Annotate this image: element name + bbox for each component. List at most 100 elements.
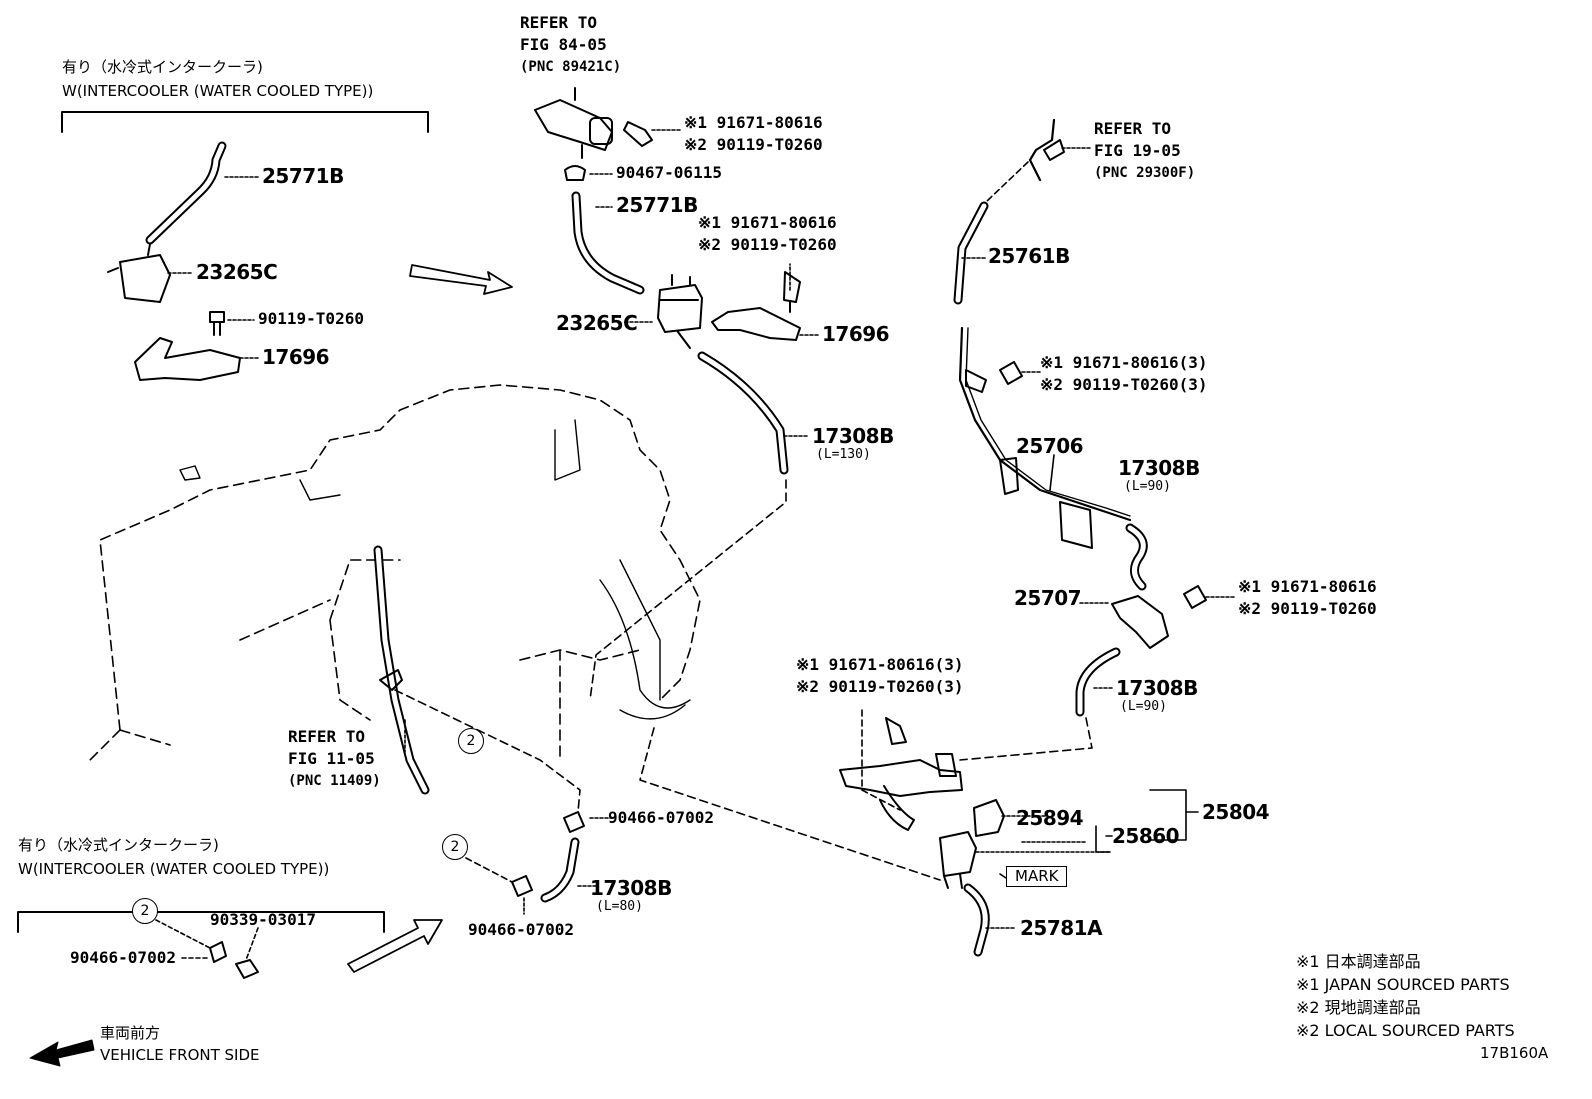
bolt-pair-right-1: ※1 91671-80616 <box>1238 577 1377 596</box>
bracket-25804 <box>839 759 963 797</box>
figure-id: 17B160A <box>1480 1044 1549 1062</box>
label-25761B: 25761B <box>988 244 1070 268</box>
dash-link-5 <box>959 717 1093 761</box>
ref-fig19-line1: REFER TO <box>1094 119 1172 138</box>
callout-circle-2-engine: 2 <box>458 728 484 754</box>
label-25804: 25804 <box>1202 800 1270 824</box>
bracket-top-left <box>61 111 429 133</box>
plug-90339 <box>235 959 259 979</box>
ref-fig19: REFER TO FIG 19-05 (PNC 29300F) <box>1094 118 1195 184</box>
vsv-23265C-center <box>657 274 703 349</box>
label-17308B-90b: 17308B <box>1116 676 1198 700</box>
dash-link-3 <box>639 727 941 881</box>
bolt-pair-right3: ※1 91671-80616(3) ※2 90119-T0260(3) <box>1040 352 1208 396</box>
intercooler-label-jp-top: 有り（水冷式インタークーラ) <box>62 58 263 76</box>
label-17696-center: 17696 <box>822 322 890 346</box>
pipe-fig19 <box>1028 118 1056 182</box>
bracket-25707 <box>1111 595 1169 649</box>
label-17308B-90a: 17308B <box>1118 456 1200 480</box>
ref-fig84-pnc: (PNC 89421C) <box>520 59 622 75</box>
bracket-17696-left <box>134 337 241 381</box>
clamp-90466-bl <box>209 941 227 963</box>
length-90b: (L=90) <box>1120 699 1167 714</box>
bolt-pair-lower3-2: ※2 90119-T0260(3) <box>796 677 964 696</box>
label-23265C-left: 23265C <box>196 260 278 284</box>
bolt-pair-right: ※1 91671-80616 ※2 90119-T0260 <box>1238 576 1377 620</box>
intercooler-label-en-bottom: W(INTERCOOLER (WATER COOLED TYPE)) <box>18 860 330 878</box>
label-17308B-80: 17308B <box>590 876 672 900</box>
vsv-25860 <box>939 831 977 889</box>
ref-fig84: REFER TO FIG 84-05 (PNC 89421C) <box>520 12 621 78</box>
callout-circle-2-left: 2 <box>132 898 158 924</box>
label-17696-left: 17696 <box>262 345 330 369</box>
dash-link-4 <box>985 161 1029 203</box>
label-90466-bl: 90466-07002 <box>70 948 176 967</box>
engine-detail <box>179 419 691 720</box>
label-23265C-center: 23265C <box>556 311 638 335</box>
callout-circle-2-center: 2 <box>442 834 468 860</box>
ref-fig11: REFER TO FIG 11-05 (PNC 11409) <box>288 726 381 792</box>
bolt-pair-mid-2: ※2 90119-T0260 <box>698 235 837 254</box>
label-90466-bottom: 90466-07002 <box>468 920 574 939</box>
bolt-pair-mid-1: ※1 91671-80616 <box>698 213 837 232</box>
clamp-90466-bottom <box>511 875 533 897</box>
bracket-25706 <box>999 457 1093 549</box>
bolt-pair-lower3: ※1 91671-80616(3) ※2 90119-T0260(3) <box>796 654 964 698</box>
ref-fig11-line2: FIG 11-05 <box>288 749 375 768</box>
tube-fig11 <box>373 545 430 795</box>
label-90339: 90339-03017 <box>210 910 316 929</box>
bracket-17696-center <box>711 307 801 341</box>
bolt-pair-right3-1: ※1 91671-80616(3) <box>1040 353 1208 372</box>
ref-fig19-line2: FIG 19-05 <box>1094 141 1181 160</box>
ref-fig11-pnc: (PNC 11409) <box>288 773 381 789</box>
ref-fig84-line1: REFER TO <box>520 13 598 32</box>
dash-link-2 <box>394 689 581 813</box>
hose-25771B-left <box>145 141 227 245</box>
length-130: (L=130) <box>816 447 871 462</box>
length-90a: (L=90) <box>1124 479 1171 494</box>
intercooler-label-en-top: W(INTERCOOLER (WATER COOLED TYPE)) <box>62 82 374 100</box>
bracket-bottom-left <box>17 911 385 933</box>
bolt-right3 <box>999 361 1023 385</box>
bolt-left <box>209 311 225 323</box>
label-17308B-130: 17308B <box>812 424 894 448</box>
label-25706: 25706 <box>1016 434 1084 458</box>
label-90466-top: 90466-07002 <box>608 808 714 827</box>
label-25781A: 25781A <box>1020 916 1103 940</box>
sensor-fig84 <box>534 87 613 159</box>
mark-box: MARK <box>1006 866 1068 887</box>
ref-fig19-pnc: (PNC 29300F) <box>1094 165 1196 181</box>
label-90119-left: 90119-T0260 <box>258 309 364 328</box>
engine-outline <box>89 384 701 761</box>
bolt-pair-lower3-1: ※1 91671-80616(3) <box>796 655 964 674</box>
group-bracket-25804 <box>1149 789 1199 841</box>
bolt-top <box>623 121 653 147</box>
label-25894: 25894 <box>1016 806 1084 830</box>
label-25771B-center: 25771B <box>616 193 698 217</box>
label-25771B-left: 25771B <box>262 164 344 188</box>
clamp-90467 <box>564 165 586 181</box>
legend: ※1 日本調達部品 ※1 JAPAN SOURCED PARTS ※2 現地調達… <box>1296 950 1515 1042</box>
bolt-pair-top: ※1 91671-80616 ※2 90119-T0260 <box>684 112 823 156</box>
legend-line-4: ※2 LOCAL SOURCED PARTS <box>1296 1021 1515 1040</box>
label-90467: 90467-06115 <box>616 163 722 182</box>
front-label-en: VEHICLE FRONT SIDE <box>100 1046 260 1064</box>
legend-line-3: ※2 現地調達部品 <box>1296 998 1421 1017</box>
bolt-right <box>1183 585 1207 609</box>
arrow-right <box>409 264 513 295</box>
front-label-jp: 車両前方 <box>100 1024 161 1042</box>
ref-fig11-line1: REFER TO <box>288 727 366 746</box>
arrow-upright <box>347 919 443 973</box>
length-80: (L=80) <box>596 899 643 914</box>
front-arrow <box>29 1039 95 1067</box>
bolt-lower3 <box>885 717 907 745</box>
intercooler-label-jp-bottom: 有り（水冷式インタークーラ) <box>18 836 219 854</box>
dash-link-1 <box>589 479 787 701</box>
clamp-90466-top <box>563 811 585 833</box>
label-25707: 25707 <box>1014 586 1082 610</box>
hose-17308B-130 <box>697 351 789 475</box>
legend-line-1: ※1 日本調達部品 <box>1296 952 1421 971</box>
bolt-mid <box>783 271 801 313</box>
label-25860: 25860 <box>1112 824 1180 848</box>
